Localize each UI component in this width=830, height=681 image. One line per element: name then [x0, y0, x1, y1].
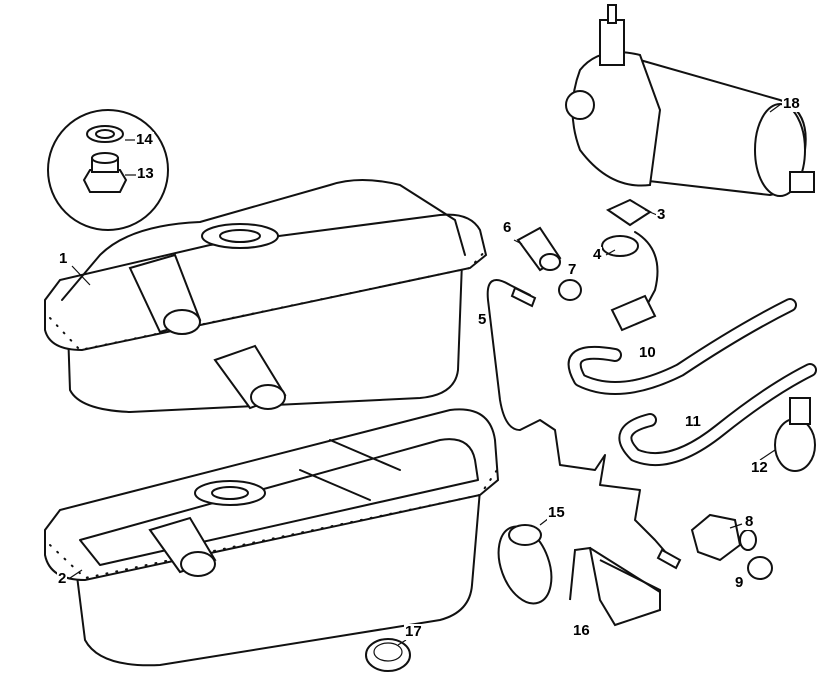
callout-4: 4 [592, 246, 603, 263]
callout-5: 5 [477, 311, 488, 328]
fuel-tank-upper [44, 179, 488, 414]
callout-18: 18 [782, 95, 801, 112]
fuel-pipe [486, 279, 682, 570]
callout-8: 8 [744, 513, 755, 530]
callout-17: 17 [404, 623, 423, 640]
hose-clip [774, 397, 816, 472]
callout-11: 11 [684, 413, 702, 430]
callout-7: 7 [567, 261, 578, 278]
mounting-bracket [569, 546, 661, 627]
flexible-hoses [567, 298, 817, 467]
fuel-tank-lower [44, 408, 500, 667]
callout-16: 16 [572, 622, 591, 639]
callout-10: 10 [638, 344, 657, 361]
callout-2: 2 [57, 570, 68, 587]
callout-15: 15 [547, 504, 566, 521]
tank-sender-unit [601, 198, 659, 332]
callout-13: 13 [136, 165, 155, 182]
union-and-olive [690, 513, 773, 580]
blanking-plug [365, 638, 411, 672]
callout-1: 1 [58, 250, 69, 267]
callout-6: 6 [502, 219, 513, 236]
grommet [497, 524, 553, 605]
callout-12: 12 [750, 459, 769, 476]
callout-3: 3 [656, 206, 667, 223]
callout-9: 9 [734, 574, 745, 591]
connector-nut-and-olive [516, 226, 582, 301]
fuel-pump [565, 4, 815, 197]
callout-14: 14 [135, 131, 154, 148]
inset-washer-union [47, 109, 169, 231]
